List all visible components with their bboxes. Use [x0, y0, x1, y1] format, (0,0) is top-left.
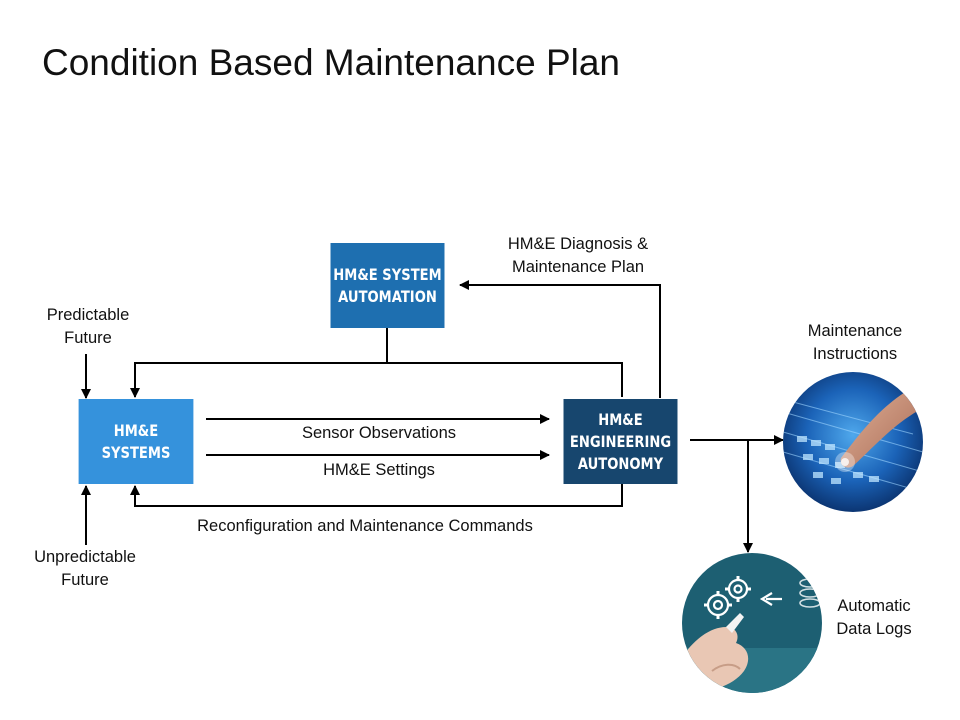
unpredictable-label-line2: Future	[61, 571, 109, 589]
predictable-label: Predictable Future	[28, 304, 148, 350]
instructions-label: Maintenance Instructions	[790, 320, 920, 366]
automation-line1: HM&E SYSTEM	[333, 264, 442, 284]
autonomy-line2: ENGINEERING	[569, 431, 672, 451]
datalogs-label-line2: Data Logs	[836, 620, 912, 638]
page-title: Condition Based Maintenance Plan	[42, 42, 620, 83]
autonomy-box: HM&E ENGINEERING AUTONOMY	[563, 399, 678, 484]
autonomy-line1: HM&E	[598, 409, 643, 429]
automation-line2: AUTOMATION	[338, 286, 437, 306]
reconfiguration-arrow	[130, 484, 623, 507]
diagnosis-label: HM&E Diagnosis & Maintenance Plan	[488, 233, 668, 279]
feedback-top-line	[130, 362, 623, 398]
predictable-label-line1: Predictable	[46, 306, 130, 324]
datalogs-label-line1: Automatic	[837, 597, 911, 615]
reconfiguration-label: Reconfiguration and Maintenance Commands	[197, 517, 533, 535]
autonomy-line3: AUTONOMY	[577, 453, 664, 473]
diagnosis-label-line1: HM&E Diagnosis &	[507, 235, 649, 253]
settings-label: HM&E Settings	[323, 461, 435, 479]
systems-label: HM&E SYSTEMS	[101, 420, 171, 462]
unpredictable-label-line1: Unpredictable	[34, 548, 136, 566]
datalogs-label: Automatic Data Logs	[822, 595, 926, 641]
sensor-observations-label: Sensor Observations	[301, 424, 457, 442]
instructions-label-line2: Instructions	[812, 345, 898, 363]
instructions-label-line1: Maintenance	[807, 322, 903, 340]
hand-drawing-gears-image	[682, 553, 822, 693]
automation-box: HM&E SYSTEM AUTOMATION	[330, 243, 445, 328]
systems-box: HM&E SYSTEMS	[78, 399, 194, 484]
touchscreen-finger-image	[783, 372, 923, 512]
predictable-label-line2: Future	[64, 329, 112, 347]
diagnosis-arrow	[459, 280, 661, 398]
unpredictable-label: Unpredictable Future	[18, 546, 152, 592]
diagnosis-label-line2: Maintenance Plan	[511, 258, 645, 276]
